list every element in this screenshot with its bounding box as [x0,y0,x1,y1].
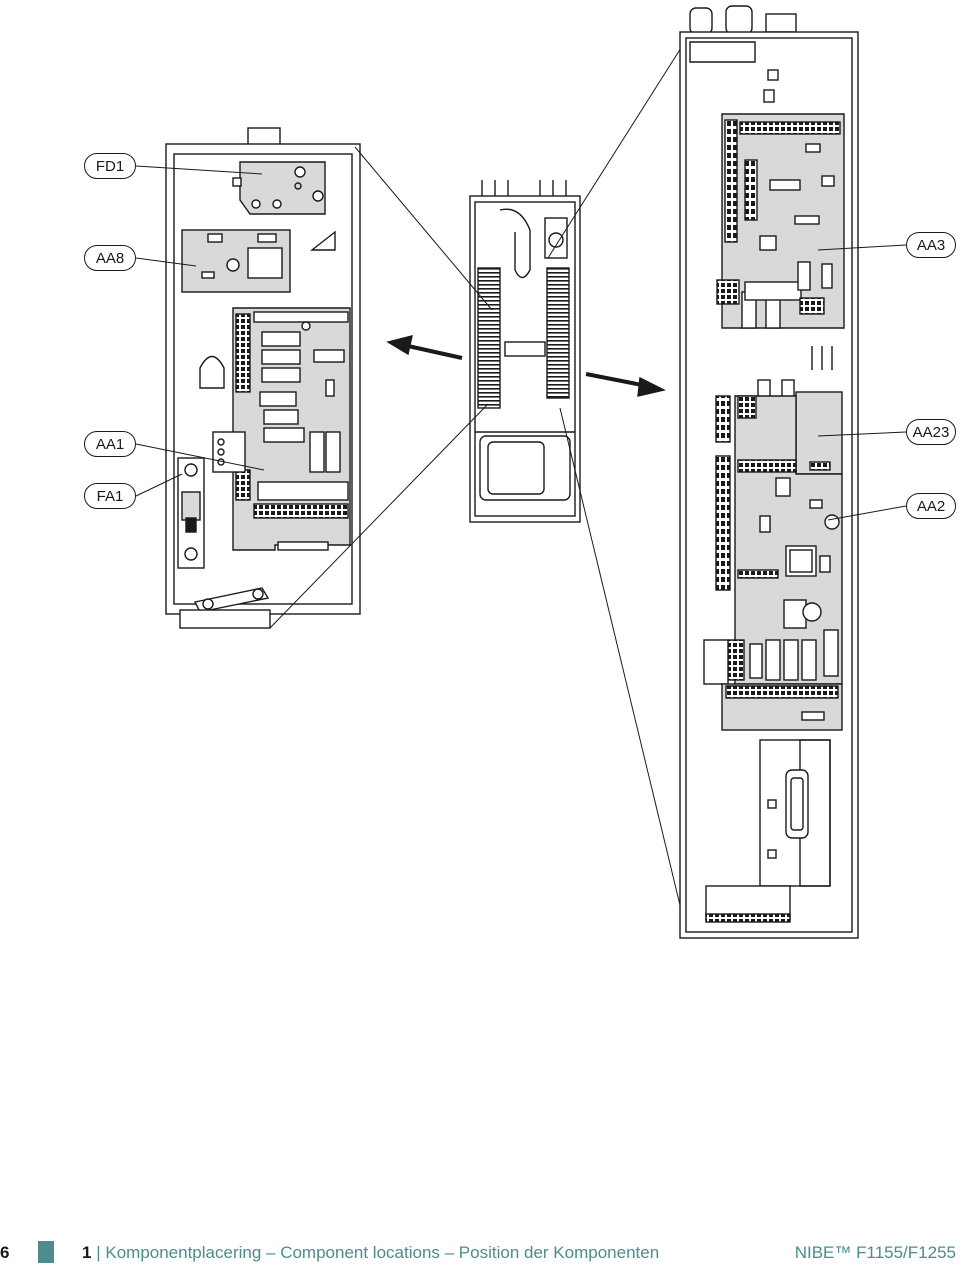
section-separator: | [96,1243,101,1262]
label-aa23: AA23 [906,419,956,445]
arrow-to-left [386,335,463,360]
aa2-board [715,395,843,685]
arrow-to-right [585,372,667,397]
aa1-board [232,307,351,551]
leader-lines [135,165,907,521]
label-aa2: AA2 [906,493,956,519]
section-heading: 1 | Komponentplacering – Component locat… [82,1243,659,1263]
accent-bar [38,1241,54,1263]
heat-pump-unit [469,180,581,523]
fd1-component [232,161,326,215]
fa1-breaker [177,457,205,569]
aa3-board [716,113,845,329]
page-footer: 6 1 | Komponentplacering – Component loc… [0,1235,960,1265]
section-title: Komponentplacering – Component locations… [105,1243,660,1262]
aa23-board [795,391,843,475]
left-cabinet [165,127,361,629]
zoom-lines [269,39,687,931]
label-aa1: AA1 [84,431,136,457]
aa8-board [181,229,291,293]
label-fa1: FA1 [84,483,136,509]
product-name: NIBE™ F1155/F1255 [794,1243,956,1262]
label-aa3: AA3 [906,232,956,258]
component-location-diagram [135,5,907,939]
right-cabinet [679,5,859,939]
section-number: 1 [82,1243,92,1262]
label-aa8: AA8 [84,245,136,271]
label-fd1: FD1 [84,153,136,179]
page-number: 6 [0,1243,10,1262]
